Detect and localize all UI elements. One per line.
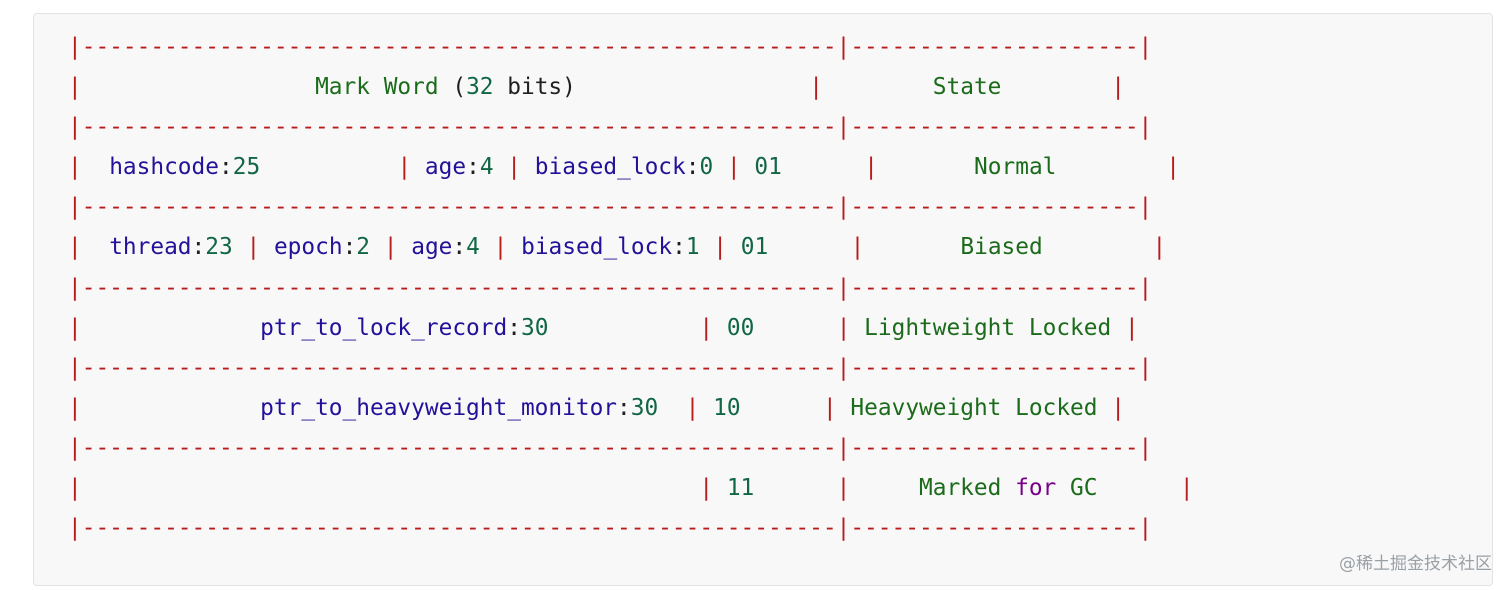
- border-line: |---------------------------------------…: [68, 434, 1153, 461]
- row1-age-val: 4: [479, 154, 494, 181]
- row2-age-key: age: [411, 234, 453, 261]
- row1-bits: 01: [754, 154, 782, 181]
- row2-bl-val: 1: [685, 234, 700, 261]
- border-line: |---------------------------------------…: [68, 274, 1153, 301]
- row4-ptr-val: 30: [630, 394, 659, 421]
- row3-ptr-val: 30: [520, 314, 549, 341]
- row3-bits: 00: [726, 314, 755, 341]
- mark-word-ascii-table: |---------------------------------------…: [68, 34, 1194, 542]
- border-line: |---------------------------------------…: [68, 194, 1153, 221]
- row5-state-b: GC: [1070, 475, 1098, 502]
- row2-epoch-val: 2: [356, 234, 371, 261]
- row2-thread-val: 23: [205, 234, 233, 261]
- row1-state: Normal: [974, 154, 1057, 181]
- header-bits-num: 32: [466, 74, 494, 101]
- header-word: Word: [383, 74, 439, 101]
- row1-hash-val: 25: [232, 154, 261, 181]
- row2-thread-key: thread: [109, 234, 192, 261]
- row3-state-a: Lightweight: [864, 314, 1016, 341]
- row1-age-key: age: [424, 154, 467, 181]
- row2-state: Biased: [960, 234, 1043, 261]
- row5-state-for: for: [1015, 475, 1057, 502]
- row4-state-b: Locked: [1015, 394, 1098, 421]
- site-watermark: @稀土掘金技术社区: [1339, 554, 1492, 574]
- row3-state-b: Locked: [1028, 314, 1112, 341]
- row2-bits: 01: [740, 234, 769, 261]
- border-line: |---------------------------------------…: [68, 354, 1153, 381]
- row2-epoch-key: epoch: [273, 234, 343, 261]
- row5-state-a: Marked: [919, 475, 1002, 502]
- code-block: [33, 13, 1493, 586]
- border-line: |---------------------------------------…: [68, 515, 1153, 542]
- row1-hash-key: hashcode: [109, 154, 219, 181]
- row1-bl-key: biased_lock: [534, 154, 686, 181]
- row4-bits: 10: [713, 394, 741, 421]
- row3-ptr-key: ptr_to_lock_record: [260, 314, 508, 341]
- row1-bl-val: 0: [699, 154, 714, 181]
- header-state: State: [932, 74, 1002, 101]
- row4-ptr-key: ptr_to_heavyweight_monitor: [260, 394, 618, 421]
- row2-age-val: 4: [466, 234, 480, 261]
- row5-bits: 11: [726, 475, 755, 502]
- row4-state-a: Heavyweight: [850, 394, 1002, 421]
- row2-bl-key: biased_lock: [521, 234, 673, 261]
- border-line: |---------------------------------------…: [68, 114, 1153, 141]
- header-bits-word: bits: [507, 74, 563, 101]
- border-line: |---------------------------------------…: [68, 34, 1153, 60]
- header-mark: Mark: [315, 74, 370, 101]
